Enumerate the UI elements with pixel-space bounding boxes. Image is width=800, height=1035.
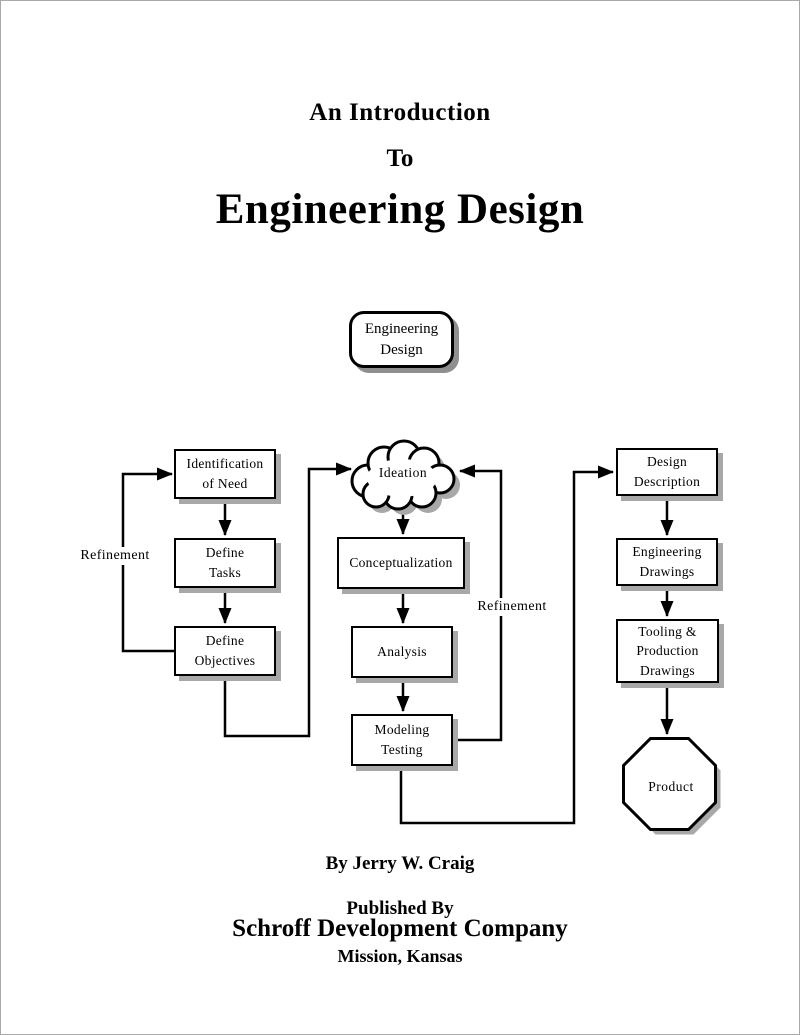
- ideation-cloud-shape: [350, 439, 460, 515]
- node-ideation: Ideation: [344, 439, 462, 515]
- page-title-line-2: To: [386, 145, 414, 172]
- node-analysis: Analysis: [351, 626, 453, 678]
- publisher-location: Mission, Kansas: [337, 946, 463, 966]
- refinement-label-left: Refinement: [73, 547, 157, 565]
- product-octagon-shape: [622, 737, 721, 835]
- product-label: Product: [648, 778, 694, 794]
- page-title-line-1: An Introduction: [309, 99, 491, 126]
- node-engineering-drawings: Engineering Drawings: [616, 538, 718, 586]
- node-modeling-testing: Modeling Testing: [351, 714, 453, 766]
- node-conceptualization: Conceptualization: [337, 537, 465, 589]
- author-byline: By Jerry W. Craig: [325, 853, 475, 874]
- page-title-main: Engineering Design: [215, 186, 585, 233]
- ideation-label: Ideation: [378, 465, 428, 480]
- refinement-label-right: Refinement: [470, 598, 554, 616]
- node-identification-of-need: Identification of Need: [174, 449, 276, 499]
- node-design-description: Design Description: [616, 448, 718, 496]
- arrow-objectives-to-ideation: [223, 462, 352, 738]
- node-define-tasks: Define Tasks: [174, 538, 276, 588]
- publisher-name: Schroff Development Company: [232, 915, 568, 942]
- engineering-design-badge: Engineering Design: [349, 311, 454, 368]
- node-product: Product: [621, 736, 721, 837]
- node-define-objectives: Define Objectives: [174, 626, 276, 676]
- published-by-label: Published By: [346, 898, 454, 919]
- node-tooling-production-drawings: Tooling & Production Drawings: [616, 619, 719, 683]
